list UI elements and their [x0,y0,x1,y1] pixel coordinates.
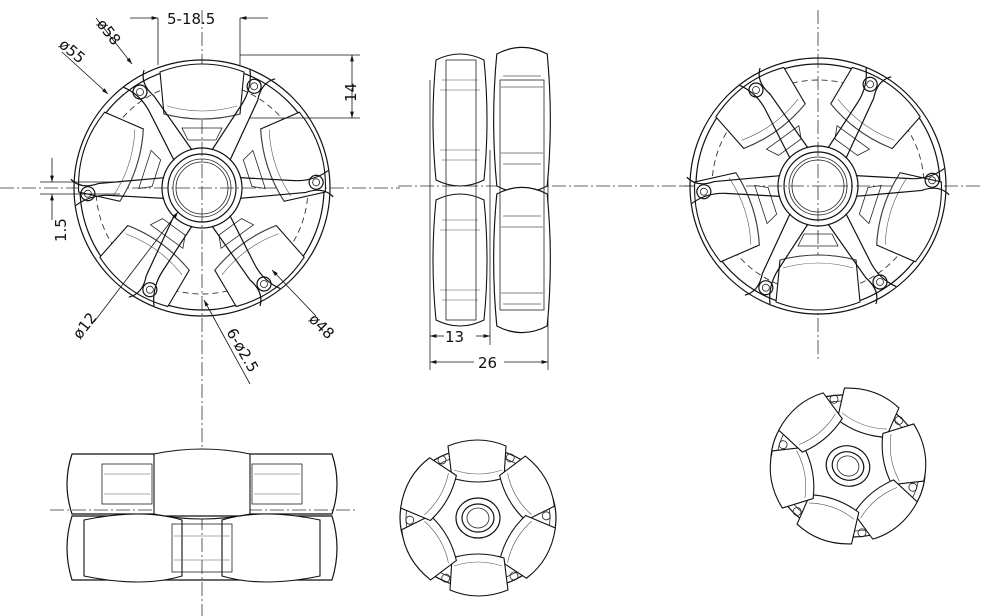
dimension-outer-diameter: ø58 [93,15,133,65]
dimension-roller-length: 5-18.5 [130,10,268,65]
dimension-roller-height: 14 [240,54,360,119]
front-view-right [680,10,980,360]
dimension-hub-offset: 1.5 [40,158,120,242]
label-bore-diameter: ø12 [69,309,101,342]
dimension-total-width: 26 [430,354,548,372]
dimension-rim-diameter: ø55 [55,35,109,95]
label-roller-height: 14 [342,83,360,102]
label-hub-offset: 1.5 [52,218,70,242]
label-roller-length: 5-18.5 [167,10,215,28]
front-view-left [0,10,400,616]
dimension-roller-width: 13 [430,328,490,346]
label-rim-diameter: ø55 [55,35,88,67]
side-view-center [398,46,700,370]
label-total-width: 26 [478,354,497,372]
label-roller-width: 13 [445,328,464,346]
label-pitch-diameter: ø48 [305,310,338,343]
label-mount-holes: 6-ø2.5 [223,325,263,376]
top-view [50,448,355,583]
isometric-view-1 [390,440,565,596]
isometric-view-2 [739,363,957,569]
